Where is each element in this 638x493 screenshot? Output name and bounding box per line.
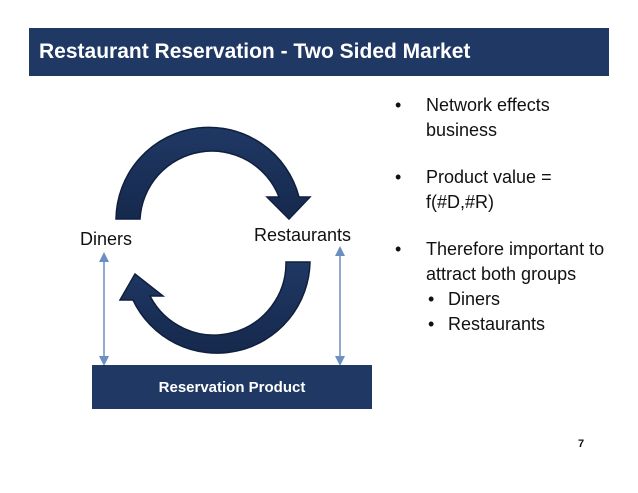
diners-connector-bottom-arrowhead [99, 356, 109, 366]
bottom-cycle-arrow [118, 261, 311, 354]
bullet-item: • Network effects business [393, 93, 613, 143]
sub-bullet-text: Diners [448, 289, 501, 309]
sub-bullet-text: Restaurants [448, 314, 546, 334]
bullet-icon: • [428, 289, 435, 309]
top-cycle-arrow [115, 126, 312, 221]
bullet-icon: • [395, 167, 402, 187]
sub-bullet-item: • Restaurants [426, 312, 613, 337]
bullet-text: Product value = f(#D,#R) [426, 167, 552, 212]
restaurants-connector-top-arrowhead [335, 246, 345, 256]
bullet-item: • Therefore important to attract both gr… [393, 237, 613, 337]
bullet-icon: • [395, 95, 402, 115]
slide-title: Restaurant Reservation - Two Sided Marke… [29, 28, 609, 76]
sub-bullet-list: • Diners • Restaurants [426, 287, 613, 337]
restaurants-connector-bottom-arrowhead [335, 356, 345, 366]
page-number: 7 [578, 438, 585, 450]
sub-bullet-item: • Diners [426, 287, 613, 312]
bullet-item: • Product value = f(#D,#R) [393, 165, 613, 215]
bullet-icon: • [428, 314, 435, 334]
bullet-text: Network effects business [426, 95, 550, 140]
diners-label: Diners [80, 229, 133, 249]
diners-connector-top-arrowhead [99, 252, 109, 262]
restaurants-label: Restaurants [254, 225, 352, 245]
bullet-icon: • [395, 239, 402, 259]
bullet-list: • Network effects business • Product val… [393, 93, 613, 337]
reservation-product-box: Reservation Product [92, 365, 372, 409]
bullet-text: Therefore important to attract both grou… [426, 239, 605, 284]
